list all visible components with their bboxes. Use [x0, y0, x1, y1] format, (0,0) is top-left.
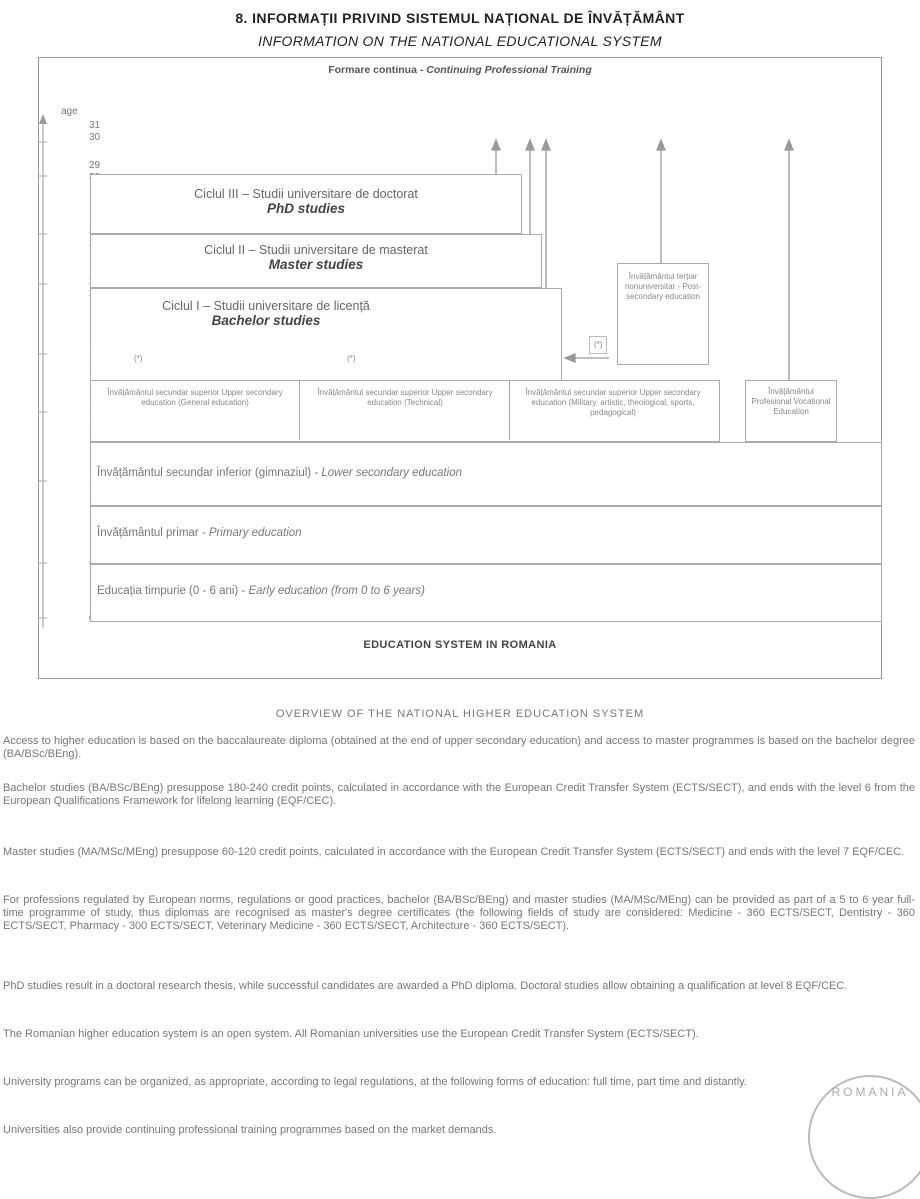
bachelor-label-ro: Ciclul I – Studii universitare de licenț… [162, 299, 370, 313]
phd-label-en: PhD studies [266, 201, 345, 216]
master-label-ro: Ciclul II – Studii universitare de maste… [204, 243, 428, 257]
upper-technical-label: Învățământul secundar superior Upper sec… [317, 388, 493, 407]
education-diagram: Formare continua - Continuing Profession… [38, 57, 882, 679]
upper-vocational-label: Învățământul secundar superior Upper sec… [525, 388, 701, 417]
overview-paragraph: Master studies (MA/MSc/MEng) presuppose … [3, 846, 905, 858]
post-secondary-label: Învățământul terțiar nonuniversitar - Po… [624, 272, 702, 301]
primary-en: Primary education [208, 527, 302, 539]
bachelor-block: Ciclul I – Studii universitare de licenț… [90, 288, 562, 382]
continuing-training-ro: Formare continua - [328, 64, 424, 76]
primary-ro: Învățământul primar - [97, 527, 206, 539]
master-label-en: Master studies [268, 257, 364, 272]
overview-paragraph: For professions regulated by European no… [3, 894, 915, 932]
age-tick: 29 [89, 160, 101, 171]
vocational-block: Învățământul Profesional Vocational Educ… [745, 380, 837, 442]
note-marker: (*) [589, 336, 608, 354]
title-romanian: 8. INFORMAȚII PRIVIND SISTEMUL NAȚIONAL … [235, 10, 685, 26]
phd-label-ro: Ciclul III – Studii universitare de doct… [194, 187, 418, 201]
primary-row: Învățământul primar - Primary education [90, 506, 882, 564]
overview-paragraph: Universities also provide continuing pro… [3, 1124, 497, 1136]
overview-paragraph: PhD studies result in a doctoral researc… [3, 980, 848, 992]
phd-block: Ciclul III – Studii universitare de doct… [90, 174, 522, 234]
diagram-caption: EDUCATION SYSTEM IN ROMANIA [363, 639, 557, 651]
vocational-label: Învățământul Profesional Vocational Educ… [751, 387, 831, 416]
age-tick: 30 [89, 132, 101, 143]
bachelor-label-en: Bachelor studies [211, 313, 321, 328]
age-axis-label: age [61, 106, 78, 117]
master-block: Ciclul II – Studii universitare de maste… [90, 234, 542, 288]
note-marker: (*) [134, 354, 143, 363]
overview-paragraph: University programs can be organized, as… [3, 1076, 747, 1088]
early-education-row: Educația timpurie (0 - 6 ani) - Early ed… [90, 564, 882, 622]
continuing-training-en: Continuing Professional Training [426, 64, 592, 76]
note-marker: (*) [347, 354, 356, 363]
continuing-training-header: Formare continua - Continuing Profession… [39, 64, 881, 76]
seal-text: ROMANIA [831, 1085, 909, 1099]
overview-paragraph: Access to higher education is based on t… [3, 735, 915, 760]
title-english: INFORMATION ON THE NATIONAL EDUCATIONAL … [258, 33, 662, 49]
post-secondary-block: Învățământul terțiar nonuniversitar - Po… [617, 263, 709, 365]
lower-secondary-ro: Învățământul secundar inferior (gimnaziu… [97, 467, 319, 479]
lower-secondary-row: Învățământul secundar inferior (gimnaziu… [90, 442, 882, 506]
early-en: Early education (from 0 to 6 years) [248, 585, 425, 597]
overview-title: OVERVIEW OF THE NATIONAL HIGHER EDUCATIO… [275, 708, 645, 720]
upper-general-label: Învățământul secundar superior Upper sec… [107, 388, 283, 407]
upper-secondary-row [90, 380, 720, 442]
age-tick: 31 [89, 120, 101, 131]
official-seal: ROMANIA [808, 1075, 920, 1199]
overview-paragraph: The Romanian higher education system is … [3, 1028, 699, 1040]
lower-secondary-en: Lower secondary education [321, 467, 463, 479]
early-ro: Educația timpurie (0 - 6 ani) - [97, 585, 246, 597]
overview-paragraph: Bachelor studies (BA/BSc/BEng) presuppos… [3, 782, 915, 807]
